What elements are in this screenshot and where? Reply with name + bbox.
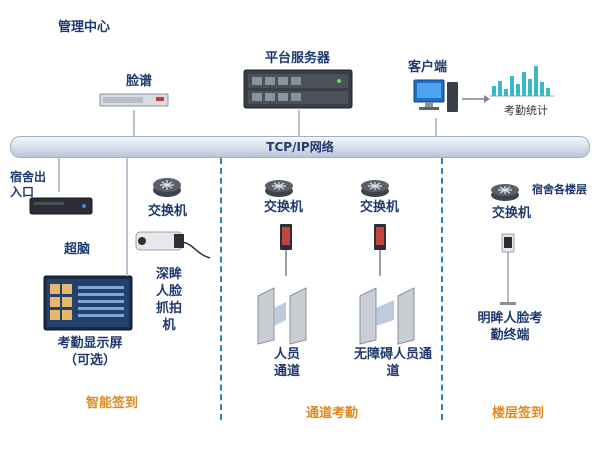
attendance-stats-chart-icon [490,66,554,97]
platform-server-link [298,110,300,137]
switch-3-label: 交换机 [360,200,400,215]
gate-1-label: 人员通道 [273,347,300,379]
attendance-display-label: 考勤显示屏 （可选） [57,336,123,368]
switch-4-label: 交换机 [492,206,532,221]
switch-3-icon [361,180,389,197]
attendance-stats-label: 考勤统计 [504,104,548,117]
tcp-ip-network-bus: TCP/IP网络 [10,136,590,158]
client-pc-icon [413,79,458,112]
face-terminal-label: 明眸人脸考勤终端 [477,311,543,343]
face-camera-label: 深眸人脸抓拍机 [155,267,182,333]
client-label: 客户端 [408,60,448,75]
dorm-entrance-label: 宿舍出入口 [10,170,47,199]
platform-server-label: 平台服务器 [265,51,331,66]
management-center-title: 管理中心 [58,20,111,35]
section-divider-2 [441,158,443,420]
switch-2-icon [265,180,293,197]
gate-terminal-2-icon [374,224,386,276]
dorm-floors-label: 宿舍各楼层 [532,183,587,196]
switch-4-icon [491,184,519,201]
section-smart-checkin: 智能签到 [86,396,139,411]
superbrain-label: 超脑 [64,242,91,257]
switch-1-label: 交换机 [148,204,188,219]
tcp-ip-network-label: TCP/IP网络 [266,140,334,154]
switch-2-label: 交换机 [264,200,304,215]
superbrain-nvr-icon [29,197,93,215]
face-camera-icon [135,231,211,259]
switch-1-icon [153,178,181,197]
gate-2-icon [359,287,415,345]
gate-2-label: 无障碍人员通道 [353,347,432,379]
gate-1-icon [257,287,307,345]
face-terminal-icon [500,233,516,305]
face-library-server-icon [99,93,169,107]
switch-1-link [126,156,128,276]
client-link [435,118,437,137]
client-to-stats-arrow-icon [462,95,490,103]
attendance-display-icon [43,275,133,331]
superbrain-link [58,156,60,192]
section-channel-attendance: 通道考勤 [306,406,359,421]
section-divider-1 [220,158,222,420]
face-library-label: 脸谱 [126,74,153,89]
section-floor-checkin: 楼层签到 [492,406,545,421]
face-library-link [133,110,135,137]
gate-terminal-1-icon [280,224,292,276]
platform-server-icon [243,69,353,109]
